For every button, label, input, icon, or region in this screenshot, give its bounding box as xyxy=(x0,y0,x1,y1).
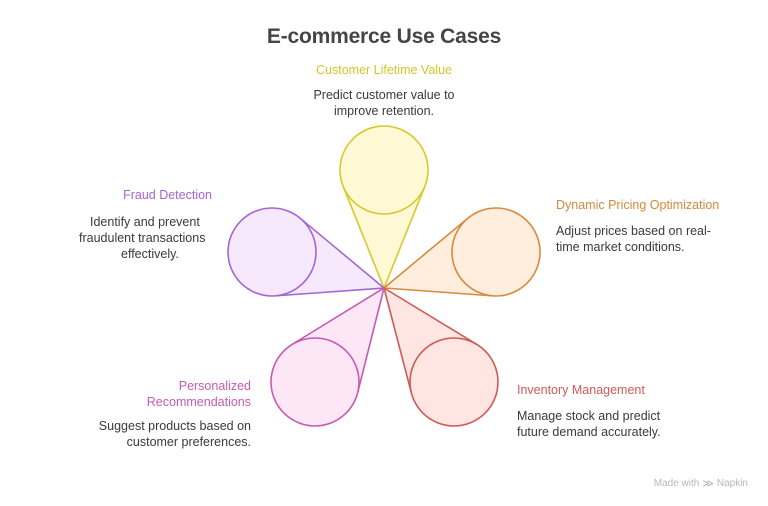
petal-circle-inventory-management xyxy=(409,337,499,427)
petal-edge-dynamic-pricing-optimization xyxy=(383,217,469,289)
label-customer-lifetime-value: Customer Lifetime Value xyxy=(316,63,452,77)
desc-line: future demand accurately. xyxy=(517,425,661,439)
desc-dynamic-pricing-optimization: Adjust prices based on real- time market… xyxy=(556,223,756,255)
desc-line: customer preferences. xyxy=(126,435,251,449)
label-personalized-recommendations: Personalized Recommendations xyxy=(51,378,251,410)
desc-personalized-recommendations: Suggest products based on customer prefe… xyxy=(51,418,251,450)
petal-cone-customer-lifetime-value xyxy=(343,186,425,288)
petal-edge-personalized-recommendations xyxy=(291,287,385,346)
napkin-brand-text: Napkin xyxy=(716,478,748,489)
desc-customer-lifetime-value: Predict customer value to improve retent… xyxy=(284,87,484,119)
desc-line: fraudulent transactions xyxy=(79,231,206,245)
napkin-logo-icon: ≫ xyxy=(702,478,714,490)
petal-edge-fraud-detection xyxy=(299,217,385,289)
desc-line: Suggest products based on xyxy=(98,419,251,433)
desc-line: time market conditions. xyxy=(556,240,685,254)
petal-edge-inventory-management xyxy=(383,287,413,394)
label-dynamic-pricing-optimization: Dynamic Pricing Optimization xyxy=(556,198,720,212)
petal-circle-personalized-recommendations xyxy=(270,337,360,427)
desc-line: Identify and prevent xyxy=(90,215,200,229)
petal-edge-fraud-detection xyxy=(275,287,385,297)
made-with-napkin-footer[interactable]: Made with ≫ Napkin xyxy=(654,477,748,490)
petal-edge-customer-lifetime-value xyxy=(383,186,426,289)
desc-line: Adjust prices based on real- xyxy=(556,224,711,238)
petal-circle-customer-lifetime-value xyxy=(339,125,429,215)
petal-circle-dynamic-pricing-optimization xyxy=(451,207,541,297)
petal-cone-personalized-recommendations xyxy=(291,288,384,393)
desc-fraud-detection: Identify and prevent fraudulent transact… xyxy=(79,214,239,262)
petal-circle-fraud-detection xyxy=(227,207,317,297)
label-line: Personalized xyxy=(178,379,251,393)
petal-edge-personalized-recommendations xyxy=(356,287,385,393)
petal-cone-inventory-management xyxy=(384,288,477,394)
petal-edge-customer-lifetime-value xyxy=(342,186,385,289)
petal-edge-dynamic-pricing-optimization xyxy=(383,287,493,297)
petal-edge-inventory-management xyxy=(383,287,478,346)
label-fraud-detection: Fraud Detection xyxy=(123,188,212,202)
label-line: Recommendations xyxy=(146,395,251,409)
desc-line: Manage stock and predict xyxy=(517,409,661,423)
label-inventory-management: Inventory Management xyxy=(517,383,645,397)
desc-inventory-management: Manage stock and predict future demand a… xyxy=(517,408,717,440)
desc-line: improve retention. xyxy=(333,104,435,118)
desc-line: Predict customer value to xyxy=(313,88,455,102)
page-title: E-commerce Use Cases xyxy=(266,25,502,48)
made-with-text: Made with xyxy=(653,478,700,489)
desc-line: effectively. xyxy=(121,247,179,261)
